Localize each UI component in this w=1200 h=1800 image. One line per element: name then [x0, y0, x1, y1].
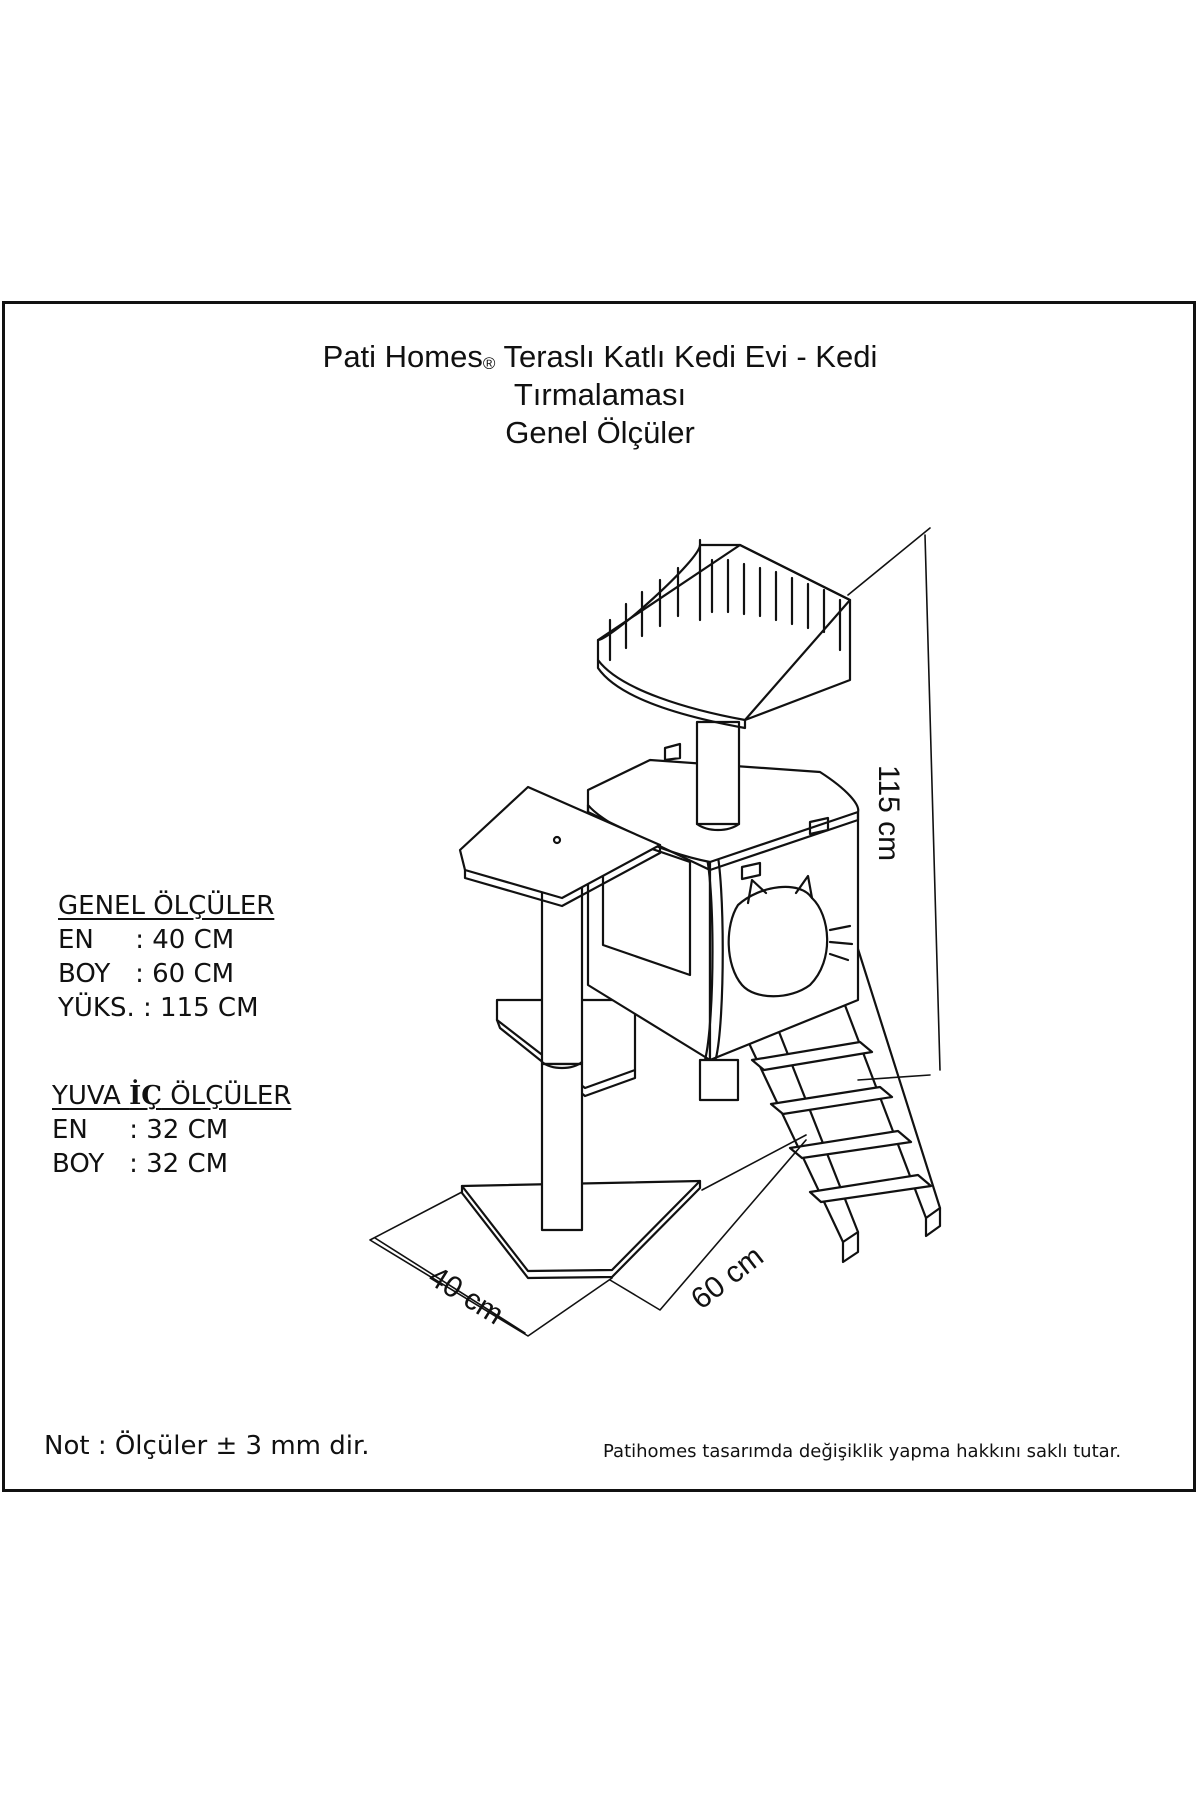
- general-dimensions-heading: GENEL ÖLÇÜLER: [58, 891, 275, 921]
- side-shelf: [458, 785, 662, 908]
- tolerance-note: Not : Ölçüler ± 3 mm dir.: [44, 1431, 370, 1461]
- ladder: [736, 947, 942, 1264]
- title-line-3: Genel Ölçüler: [505, 415, 695, 450]
- drawing-frame: [2, 301, 1196, 1492]
- inner-dimensions-heading: YUVA İÇ ÖLÇÜLER: [52, 1081, 292, 1111]
- top-terrace: [596, 538, 852, 730]
- brand-name: Pati Homes: [322, 339, 483, 374]
- title-line-1: Pati Homes® Teraslı Katlı Kedi Evi - Ked…: [0, 340, 1200, 381]
- inner-dim-row-en: EN : 32 CM: [52, 1115, 229, 1145]
- general-dim-row-en: EN : 40 CM: [58, 925, 235, 955]
- dimension-lines: [369, 527, 941, 1337]
- registered-mark: ®: [482, 354, 496, 373]
- inner-dim-row-boy: BOY : 32 CM: [52, 1149, 229, 1179]
- design-disclaimer: Patihomes tasarımda değişiklik yapma hak…: [603, 1441, 1122, 1462]
- height-dimension-label: 115 cm: [872, 765, 905, 862]
- general-dim-row-boy: BOY : 60 CM: [58, 959, 235, 989]
- title-line-2: Tırmalaması: [513, 377, 687, 412]
- title-rest: Teraslı Katlı Kedi Evi - Kedi: [495, 339, 878, 374]
- cat-house: [586, 803, 860, 1062]
- general-dim-row-yuks: YÜKS. : 115 CM: [58, 993, 259, 1023]
